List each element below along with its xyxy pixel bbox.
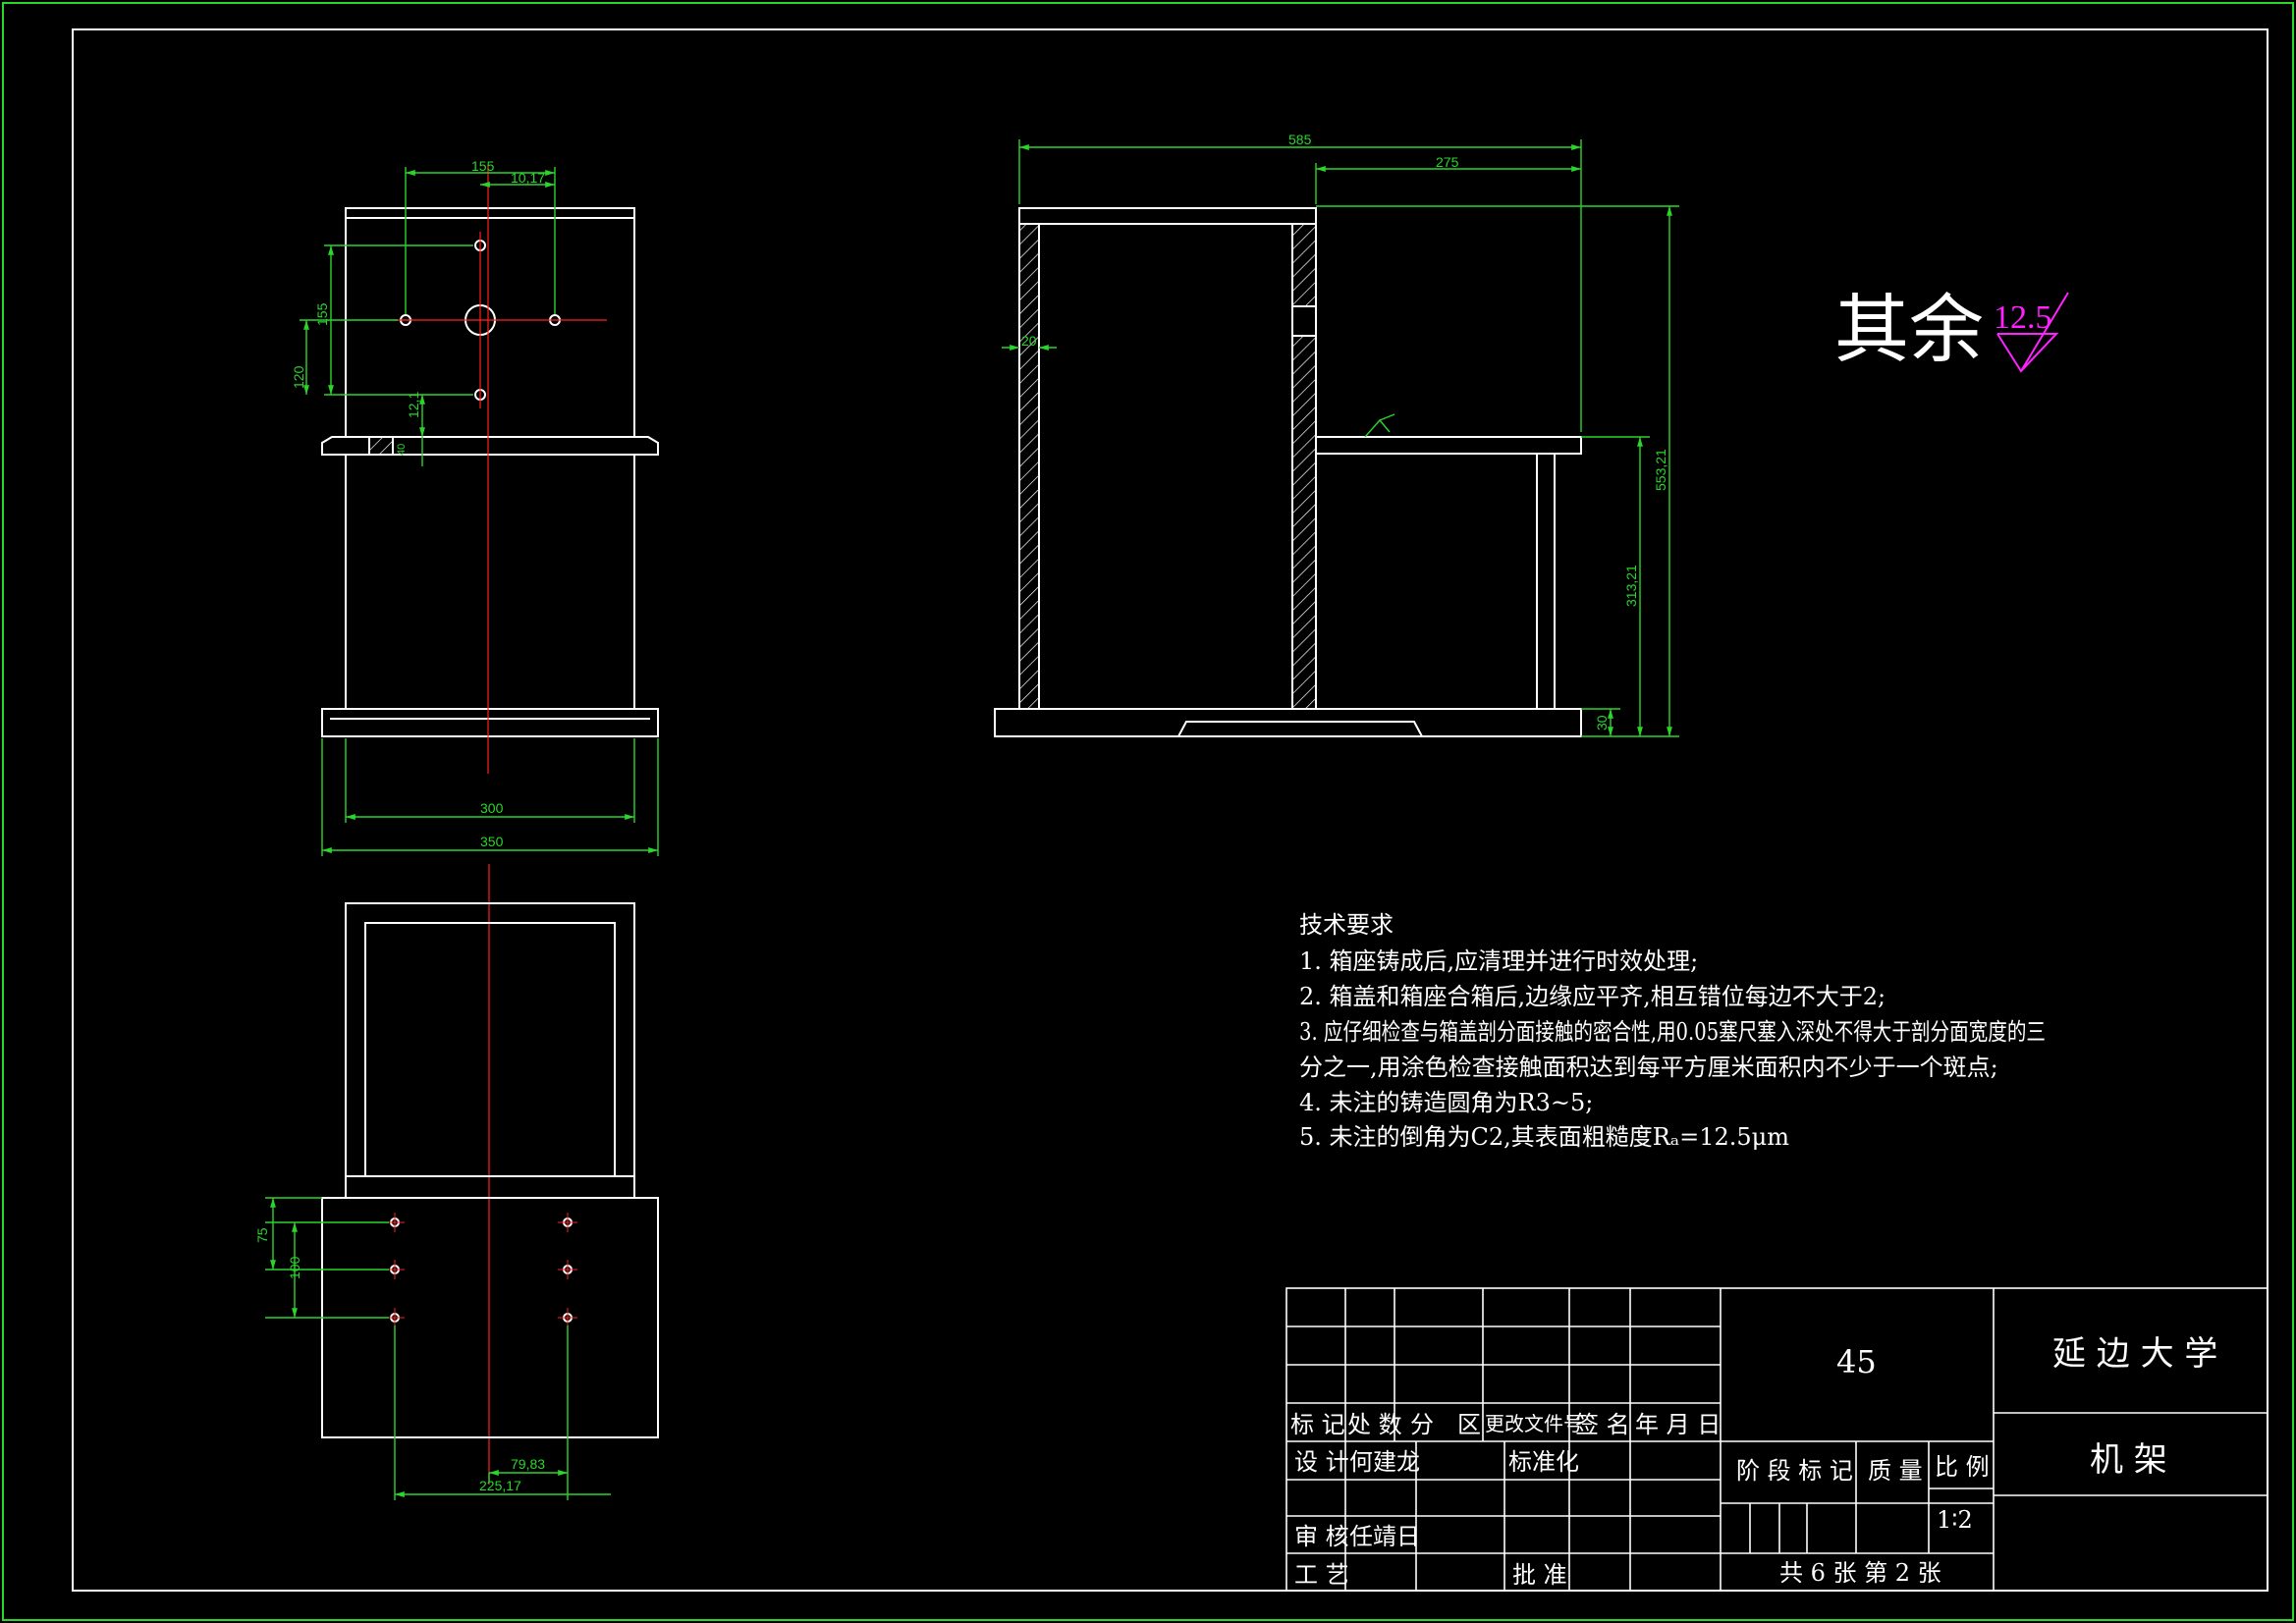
- dim-side-275: 275: [1436, 154, 1459, 170]
- dim-side-20: 20: [1021, 333, 1037, 349]
- tb-header-count: 处 数: [1347, 1411, 1402, 1438]
- title-block-text: 标 记 处 数 分 区 更改文件号 签 名 年 月 日 设 计 何建龙 标准化 …: [1290, 1334, 2217, 1589]
- tb-scale-label: 比 例: [1935, 1453, 1990, 1481]
- tb-header-sign: 签 名: [1575, 1411, 1630, 1438]
- front-dimensions: [300, 167, 659, 856]
- tech-line-2: 2. 箱盖和箱座合箱后,边缘应平齐,相互错位每边不大于2;: [1299, 983, 1886, 1010]
- dim-front-top-1017: 10,17: [511, 170, 545, 186]
- tb-sheets: 共 6 张 第 2 张: [1779, 1559, 1941, 1587]
- dim-front-121: 12,1: [406, 392, 421, 418]
- tech-line-5: 4. 未注的铸造圆角为R3~5;: [1299, 1089, 1593, 1116]
- tech-title: 技术要求: [1299, 911, 1394, 939]
- roughness-value: 12.5: [1994, 299, 2052, 336]
- top-dimensions: [265, 1197, 611, 1500]
- tb-header-section: 分: [1410, 1411, 1434, 1438]
- front-base: [321, 708, 659, 737]
- side-mid-wall-hatch-upper: [1291, 223, 1317, 307]
- tb-header-date: 年 月 日: [1635, 1411, 1721, 1438]
- top-hole-centerlines: [385, 1213, 577, 1327]
- tech-line-1: 1. 箱座铸成后,应清理并进行时效处理;: [1299, 947, 1698, 975]
- dim-front-left-120: 120: [291, 365, 306, 389]
- side-top-plate: [1018, 207, 1317, 225]
- side-right-leg: [1536, 454, 1556, 709]
- front-centerlines: [393, 165, 607, 1485]
- front-view: [321, 207, 659, 737]
- dim-front-350: 350: [480, 834, 504, 849]
- inner-border: [72, 28, 2269, 1592]
- tb-scale-value: 1∶2: [1937, 1506, 1973, 1534]
- front-upper-box: [345, 207, 635, 437]
- dim-front-left-155: 155: [314, 302, 330, 326]
- tech-line-6: 5. 未注的倒角为C2,其表面粗糙度Rₐ=12.5μm: [1299, 1123, 1789, 1151]
- tb-material: 45: [1836, 1343, 1877, 1380]
- tb-reviewer: 任靖日: [1349, 1523, 1420, 1550]
- tb-header-zone: 区: [1457, 1411, 1481, 1438]
- top-dimension-text: 75 100 79,83 225,17: [254, 1227, 545, 1493]
- front-dimension-text: 155 10,17 155 120 12,1 40 300 350: [291, 158, 545, 849]
- top-frame-outer: [345, 902, 635, 1199]
- tb-header-mark: 标 记: [1290, 1411, 1345, 1438]
- tech-requirements: 技术要求 1. 箱座铸成后,应清理并进行时效处理; 2. 箱盖和箱座合箱后,边缘…: [1299, 911, 2046, 1151]
- title-block: [1285, 1287, 2269, 1592]
- dim-top-7983: 79,83: [511, 1456, 545, 1472]
- roughness-label: 其余: [1834, 286, 1984, 373]
- top-view: [321, 902, 659, 1438]
- tb-review-label: 审 核: [1294, 1523, 1349, 1550]
- side-dimension-text: 585 275 20 553,21 313,21 30: [1021, 132, 1668, 730]
- roughness-symbol: [1996, 292, 2069, 373]
- top-frame-inner: [364, 922, 616, 1177]
- dim-top-22517: 225,17: [479, 1478, 521, 1493]
- tb-school: 延 边 大 学: [2052, 1334, 2217, 1374]
- side-mid-wall-block: [1291, 305, 1317, 337]
- front-column: [345, 455, 635, 709]
- dim-side-31321: 313,21: [1623, 565, 1639, 607]
- side-base-recess: [1177, 721, 1423, 737]
- side-shelf: [1316, 436, 1582, 455]
- side-dimensions: [1002, 139, 1679, 737]
- tb-design-label: 设 计: [1294, 1448, 1349, 1476]
- tb-standardize-label: 标准化: [1508, 1448, 1579, 1476]
- dim-side-55321: 553,21: [1653, 449, 1668, 491]
- side-left-wall-hatch: [1018, 223, 1040, 710]
- side-mid-wall-hatch-lower: [1291, 335, 1317, 710]
- tb-header-change-doc: 更改文件号: [1485, 1412, 1583, 1435]
- dim-front-40: 40: [396, 444, 408, 456]
- dim-top-100: 100: [287, 1256, 302, 1279]
- tb-stage-label: 阶 段 标 记: [1736, 1457, 1853, 1485]
- side-weld-symbol: [1364, 413, 1395, 438]
- front-middle-flange: [321, 436, 659, 456]
- dim-side-585: 585: [1288, 132, 1312, 147]
- dim-front-top-155: 155: [471, 158, 495, 174]
- front-flange-section: [368, 436, 394, 456]
- roughness-note: 其余 12.5: [1834, 286, 2069, 373]
- dim-side-30: 30: [1594, 715, 1610, 730]
- tb-approve-label: 批 准: [1512, 1561, 1567, 1589]
- dim-front-300: 300: [480, 800, 504, 816]
- tb-part-name: 机 架: [2090, 1440, 2167, 1480]
- tech-line-3: 3. 应仔细检查与箱盖剖分面接触的密合性,用0.05塞尺塞入深处不得大于剖分面宽…: [1299, 1018, 2046, 1046]
- dim-top-75: 75: [254, 1227, 270, 1243]
- tb-mass-label: 质 量: [1868, 1457, 1923, 1485]
- side-view: [994, 207, 1582, 737]
- tb-designer: 何建龙: [1349, 1448, 1420, 1476]
- tb-process-label: 工 艺: [1294, 1561, 1349, 1589]
- tech-line-4: 分之一,用涂色检查接触面积达到每平方厘米面积内不少于一个斑点;: [1299, 1054, 1998, 1081]
